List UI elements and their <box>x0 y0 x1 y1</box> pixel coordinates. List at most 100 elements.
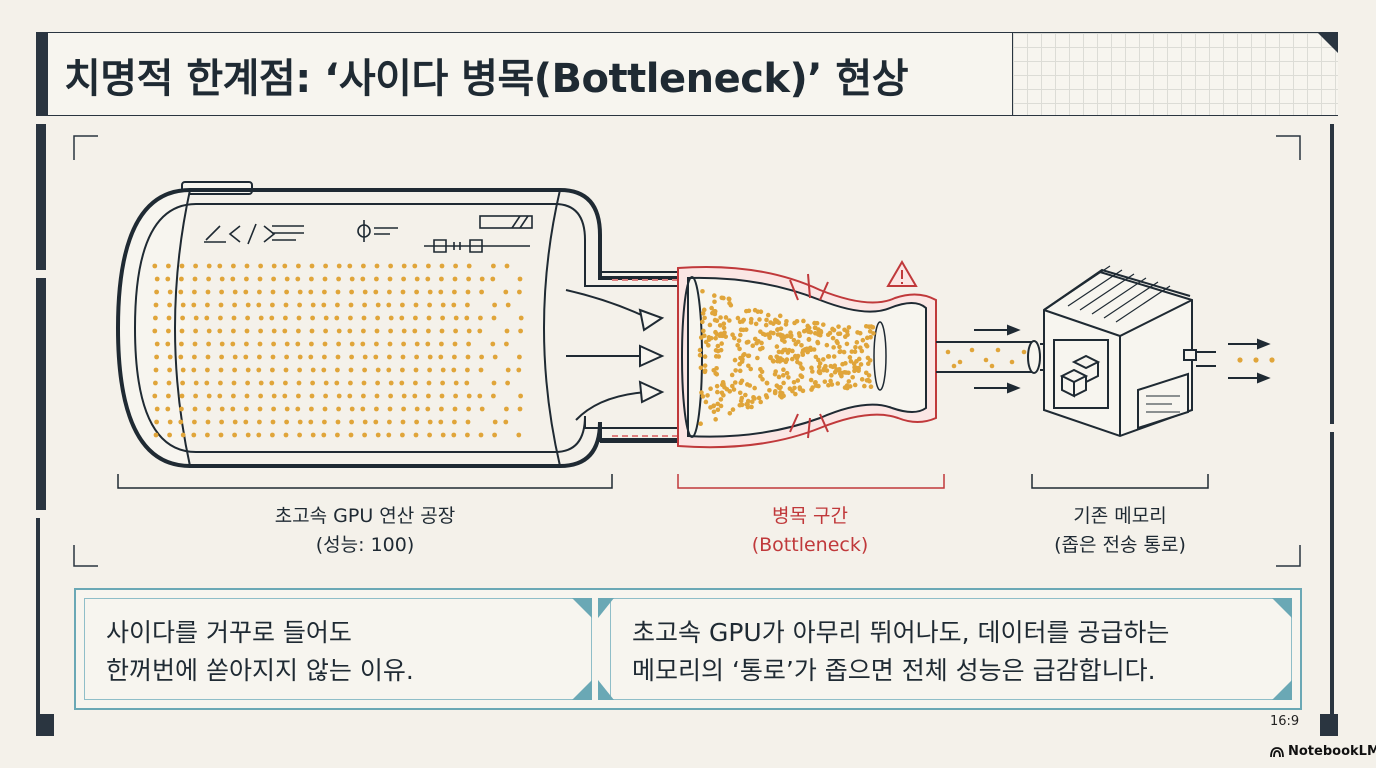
data-dot <box>401 276 406 282</box>
data-dot <box>711 409 717 415</box>
data-dot <box>426 393 431 399</box>
data-dot <box>738 398 744 404</box>
data-dot <box>745 404 751 410</box>
data-dot <box>969 347 975 353</box>
data-dot <box>232 432 238 438</box>
data-dot <box>479 289 484 295</box>
data-dot <box>745 353 751 359</box>
data-dot <box>713 335 718 341</box>
right-box-line-1: 초고속 GPU가 아무리 뛰어나도, 데이터를 공급하는 <box>632 618 1170 647</box>
data-dot <box>738 327 744 333</box>
data-dot <box>490 276 496 282</box>
data-dot <box>336 406 341 412</box>
title-corner-mark <box>1318 33 1338 53</box>
data-dot <box>866 324 872 329</box>
data-dot <box>713 348 719 353</box>
data-dot <box>491 315 497 321</box>
data-dot <box>440 302 446 308</box>
data-dot <box>517 276 523 282</box>
data-dot <box>309 328 315 334</box>
data-dot <box>360 341 366 347</box>
data-dot <box>270 302 275 308</box>
data-dot <box>983 357 989 363</box>
data-dot <box>257 419 262 425</box>
data-dot <box>412 328 418 334</box>
data-dot <box>846 325 852 330</box>
data-dot <box>820 357 826 362</box>
data-dot <box>799 342 804 348</box>
data-dot <box>854 340 860 345</box>
data-dot <box>736 338 742 343</box>
data-dot <box>784 357 790 362</box>
data-dot <box>765 312 771 318</box>
data-dot <box>722 330 727 335</box>
data-dot <box>813 354 819 360</box>
data-dot <box>413 302 419 308</box>
data-dot <box>231 315 237 321</box>
data-dot <box>349 341 355 347</box>
data-dot <box>995 347 1001 353</box>
data-dot <box>440 367 446 373</box>
data-dot <box>816 369 822 375</box>
data-dot <box>1237 357 1243 363</box>
data-dot <box>479 354 484 360</box>
data-dot <box>810 369 815 374</box>
data-dot <box>374 393 380 399</box>
data-dot <box>283 380 288 386</box>
data-dot <box>710 310 715 316</box>
data-dot <box>179 341 184 347</box>
data-dot <box>852 365 857 370</box>
data-dot <box>284 354 289 360</box>
data-dot <box>218 315 223 321</box>
data-dot <box>323 328 328 334</box>
data-dot <box>466 276 471 282</box>
data-dot <box>752 396 757 401</box>
data-dot <box>719 295 725 301</box>
data-dot <box>323 393 328 399</box>
data-dot <box>348 380 353 386</box>
data-dot <box>706 343 711 348</box>
data-dot <box>284 289 289 295</box>
data-dot <box>193 263 199 269</box>
data-dot <box>465 289 471 295</box>
data-dot <box>191 302 197 308</box>
notebooklm-logo-icon <box>1270 746 1284 757</box>
data-dot <box>735 315 741 321</box>
data-dot <box>722 384 727 390</box>
data-dot <box>775 327 780 333</box>
data-dot <box>464 315 470 321</box>
data-dot <box>707 322 713 328</box>
data-dot <box>721 321 727 327</box>
data-dot <box>166 263 171 269</box>
data-dot <box>787 386 793 391</box>
data-dot <box>308 289 314 295</box>
data-dot <box>837 349 843 355</box>
data-dot <box>849 349 855 354</box>
data-dot <box>271 393 277 399</box>
data-dot <box>745 382 750 387</box>
data-dot <box>801 318 806 324</box>
data-dot <box>713 371 718 376</box>
data-dot <box>835 381 841 386</box>
data-dot <box>755 355 760 361</box>
data-dot <box>426 315 432 321</box>
data-dot <box>296 380 302 386</box>
data-dot <box>427 354 433 360</box>
data-dot <box>413 380 418 386</box>
bottom-right-block <box>1320 714 1338 736</box>
data-dot <box>154 354 160 360</box>
data-dot <box>505 302 511 308</box>
data-dot <box>477 393 483 399</box>
data-dot <box>503 289 509 295</box>
data-dot <box>776 374 782 380</box>
data-dot <box>1021 349 1027 355</box>
data-dot <box>192 419 197 425</box>
data-dot <box>863 342 869 348</box>
data-dot <box>492 354 498 360</box>
data-dot <box>808 377 814 383</box>
data-dot <box>826 354 832 359</box>
bottom-left-block <box>36 714 54 736</box>
data-dot <box>836 324 841 329</box>
data-dot <box>257 354 262 360</box>
data-dot <box>504 328 510 334</box>
